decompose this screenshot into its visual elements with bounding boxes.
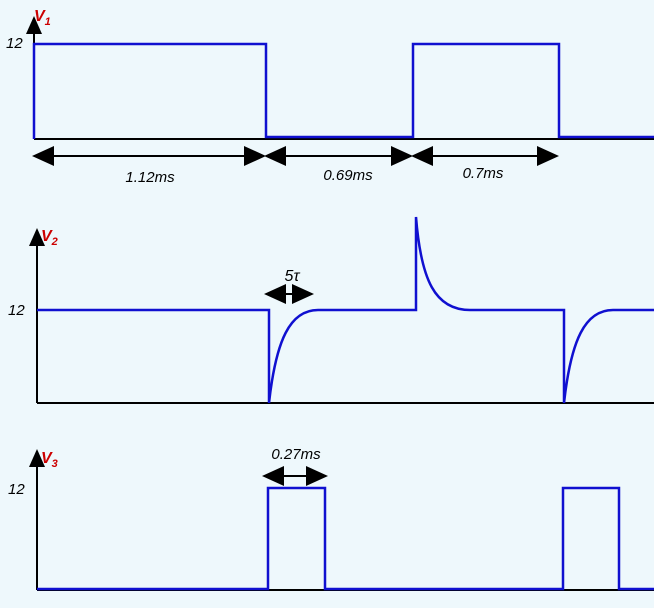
v3-level-label: 12: [8, 481, 25, 498]
v3-axis-label: V3: [41, 450, 58, 470]
v1-duration-2: 0.69ms: [323, 167, 373, 184]
v1-level-label: 12: [6, 35, 23, 52]
v2-level-label: 12: [8, 302, 25, 319]
v3-pulse-label: 0.27ms: [271, 446, 321, 463]
v2-differentiated-wave: [37, 216, 654, 404]
panel-v1: V1 12 1.12ms 0.69ms 0.7ms: [6, 8, 654, 186]
v1-axis-label: V1: [34, 8, 51, 28]
v1-duration-1: 1.12ms: [125, 169, 175, 186]
v1-square-wave: [32, 42, 654, 139]
v2-axis-label: V2: [41, 228, 58, 248]
v3-pulse-wave: [37, 486, 654, 591]
panel-v3: V3 12 0.27ms: [8, 446, 654, 591]
v1-duration-3: 0.7ms: [463, 165, 504, 182]
panel-v2: V2 12 5τ: [8, 216, 654, 404]
v2-settle-label: 5τ: [285, 268, 301, 285]
